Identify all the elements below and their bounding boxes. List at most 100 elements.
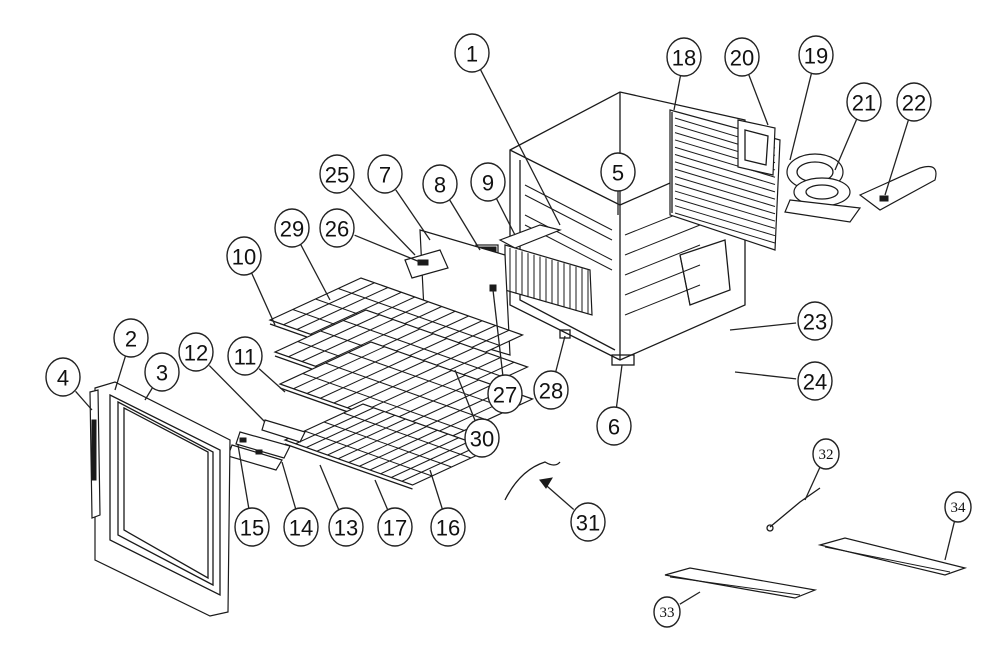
callout-circle: [430, 507, 466, 547]
callout-number: 13: [334, 516, 358, 541]
callout-circle: [596, 406, 632, 446]
callout-circle: [454, 33, 490, 73]
callout-13: 13: [328, 507, 364, 547]
callout-number: 15: [240, 516, 264, 541]
callout-number: 28: [539, 379, 563, 404]
callout-circle: [533, 370, 569, 410]
callout-7: 7: [367, 154, 403, 194]
callout-circle: [328, 507, 364, 547]
callout-30: 30: [464, 418, 500, 458]
leader-line-11: [258, 368, 286, 393]
callout-33: 33: [653, 596, 681, 628]
callout-number: 24: [803, 370, 827, 395]
callout-number: 6: [608, 415, 620, 440]
leader-line-4: [75, 390, 93, 411]
callout-number: 30: [470, 427, 494, 452]
callout-34: 34: [944, 491, 972, 523]
callout-18: 18: [666, 37, 702, 77]
leader-line-32: [804, 467, 821, 501]
callout-number: 8: [434, 173, 446, 198]
callout-circle: [724, 37, 760, 77]
callout-circle: [812, 438, 840, 470]
callout-number: 20: [730, 46, 754, 71]
callout-circle: [797, 301, 833, 341]
callout-15: 15: [234, 507, 270, 547]
callout-number: 34: [951, 500, 967, 516]
door-assembly: [89, 381, 231, 617]
leader-line-2: [114, 355, 127, 391]
leader-line-3: [144, 387, 153, 401]
callout-circle: [797, 361, 833, 401]
callout-circle: [144, 352, 180, 392]
callout-circle: [234, 507, 270, 547]
callout-11: 11: [227, 336, 263, 376]
callout-21: 21: [846, 82, 882, 122]
leader-line-8: [449, 199, 481, 251]
callout-circle: [896, 82, 932, 122]
callout-8: 8: [422, 164, 458, 204]
callout-number: 7: [379, 163, 391, 188]
callout-circle: [178, 332, 214, 372]
leader-line-7: [395, 189, 431, 241]
callout-14: 14: [283, 507, 319, 547]
callout-24: 24: [797, 361, 833, 401]
callout-6: 6: [596, 406, 632, 446]
leader-line-19: [789, 73, 813, 161]
callout-number: 23: [803, 310, 827, 335]
callout-circle: [227, 336, 263, 376]
callout-circle: [274, 208, 310, 248]
callout-circle: [422, 164, 458, 204]
leader-line-29: [300, 244, 331, 301]
callout-number: 33: [660, 605, 675, 621]
callout-9: 9: [470, 162, 506, 202]
callout-circle: [944, 491, 972, 523]
callout-number: 14: [289, 516, 313, 541]
callout-circle: [45, 357, 81, 397]
callout-circle: [666, 37, 702, 77]
leader-line-25: [349, 187, 416, 256]
callout-circle: [319, 208, 355, 248]
callout-number: 3: [156, 361, 168, 386]
callout-number: 5: [612, 161, 624, 186]
callout-number: 29: [280, 217, 304, 242]
leader-line-15: [237, 444, 250, 509]
leader-line-20: [748, 74, 769, 126]
callout-circle: [570, 502, 606, 542]
callout-5: 5: [600, 152, 636, 192]
mount-plate: [404, 249, 449, 279]
cabinet-body: [509, 91, 746, 366]
callout-circle: [600, 152, 636, 192]
callout-number: 19: [804, 44, 828, 69]
callout-25: 25: [319, 154, 355, 194]
callout-3: 3: [144, 352, 180, 392]
callout-circle: [487, 374, 523, 414]
callout-17: 17: [377, 507, 413, 547]
callout-31: 31: [570, 502, 606, 542]
evaporator: [498, 224, 593, 316]
callout-circle: [377, 507, 413, 547]
callout-27: 27: [487, 374, 523, 414]
callout-29: 29: [274, 208, 310, 248]
callout-circle: [464, 418, 500, 458]
callout-number: 26: [325, 217, 349, 242]
callout-circle: [226, 236, 262, 276]
drip-tray: [858, 165, 937, 211]
leader-line-26: [354, 234, 421, 263]
leader-line-17: [374, 479, 389, 510]
leader-line-33: [679, 591, 701, 605]
callout-number: 22: [902, 91, 926, 116]
leader-line-21: [834, 119, 858, 171]
callout-26: 26: [319, 208, 355, 248]
leader-line-14: [281, 461, 297, 509]
arrowhead: [539, 477, 553, 489]
callout-12: 12: [178, 332, 214, 372]
callout-number: 12: [184, 341, 208, 366]
leader-line-10: [251, 273, 276, 326]
callout-circle: [113, 318, 149, 358]
leader-line-34: [944, 521, 956, 561]
callout-circle: [846, 82, 882, 122]
callout-4: 4: [45, 357, 81, 397]
